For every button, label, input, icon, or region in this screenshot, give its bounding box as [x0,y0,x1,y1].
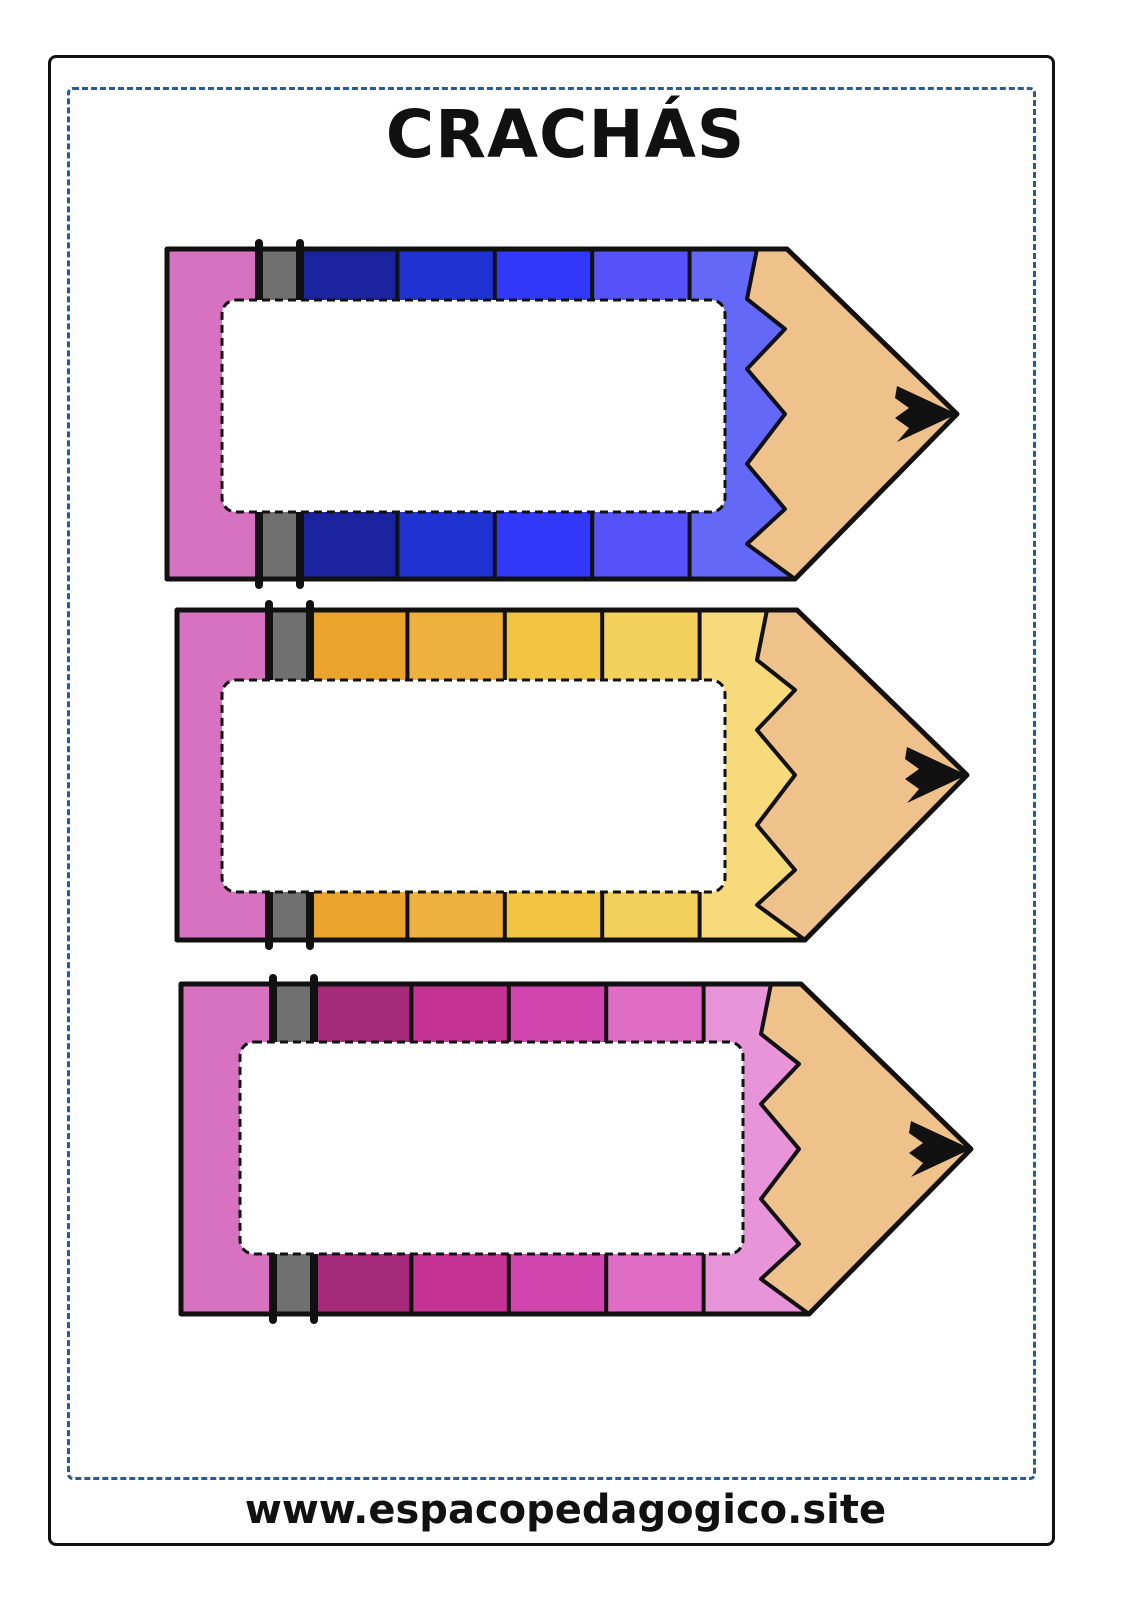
footer-url: www.espacopedagogico.site [244,1487,887,1533]
pencil-outline [178,981,974,1317]
page-title: CRACHÁS [385,96,746,173]
name-label-box [238,1040,745,1256]
pencil-lead [905,747,967,803]
cut-line-border [67,87,1036,1480]
pencil-outline [174,607,970,943]
pencil-outline [164,246,960,582]
name-label-box [220,678,727,894]
pencil-lead [895,386,957,442]
page-frame [48,55,1055,1546]
pencil-lead [909,1121,971,1177]
name-label-box [220,298,727,514]
